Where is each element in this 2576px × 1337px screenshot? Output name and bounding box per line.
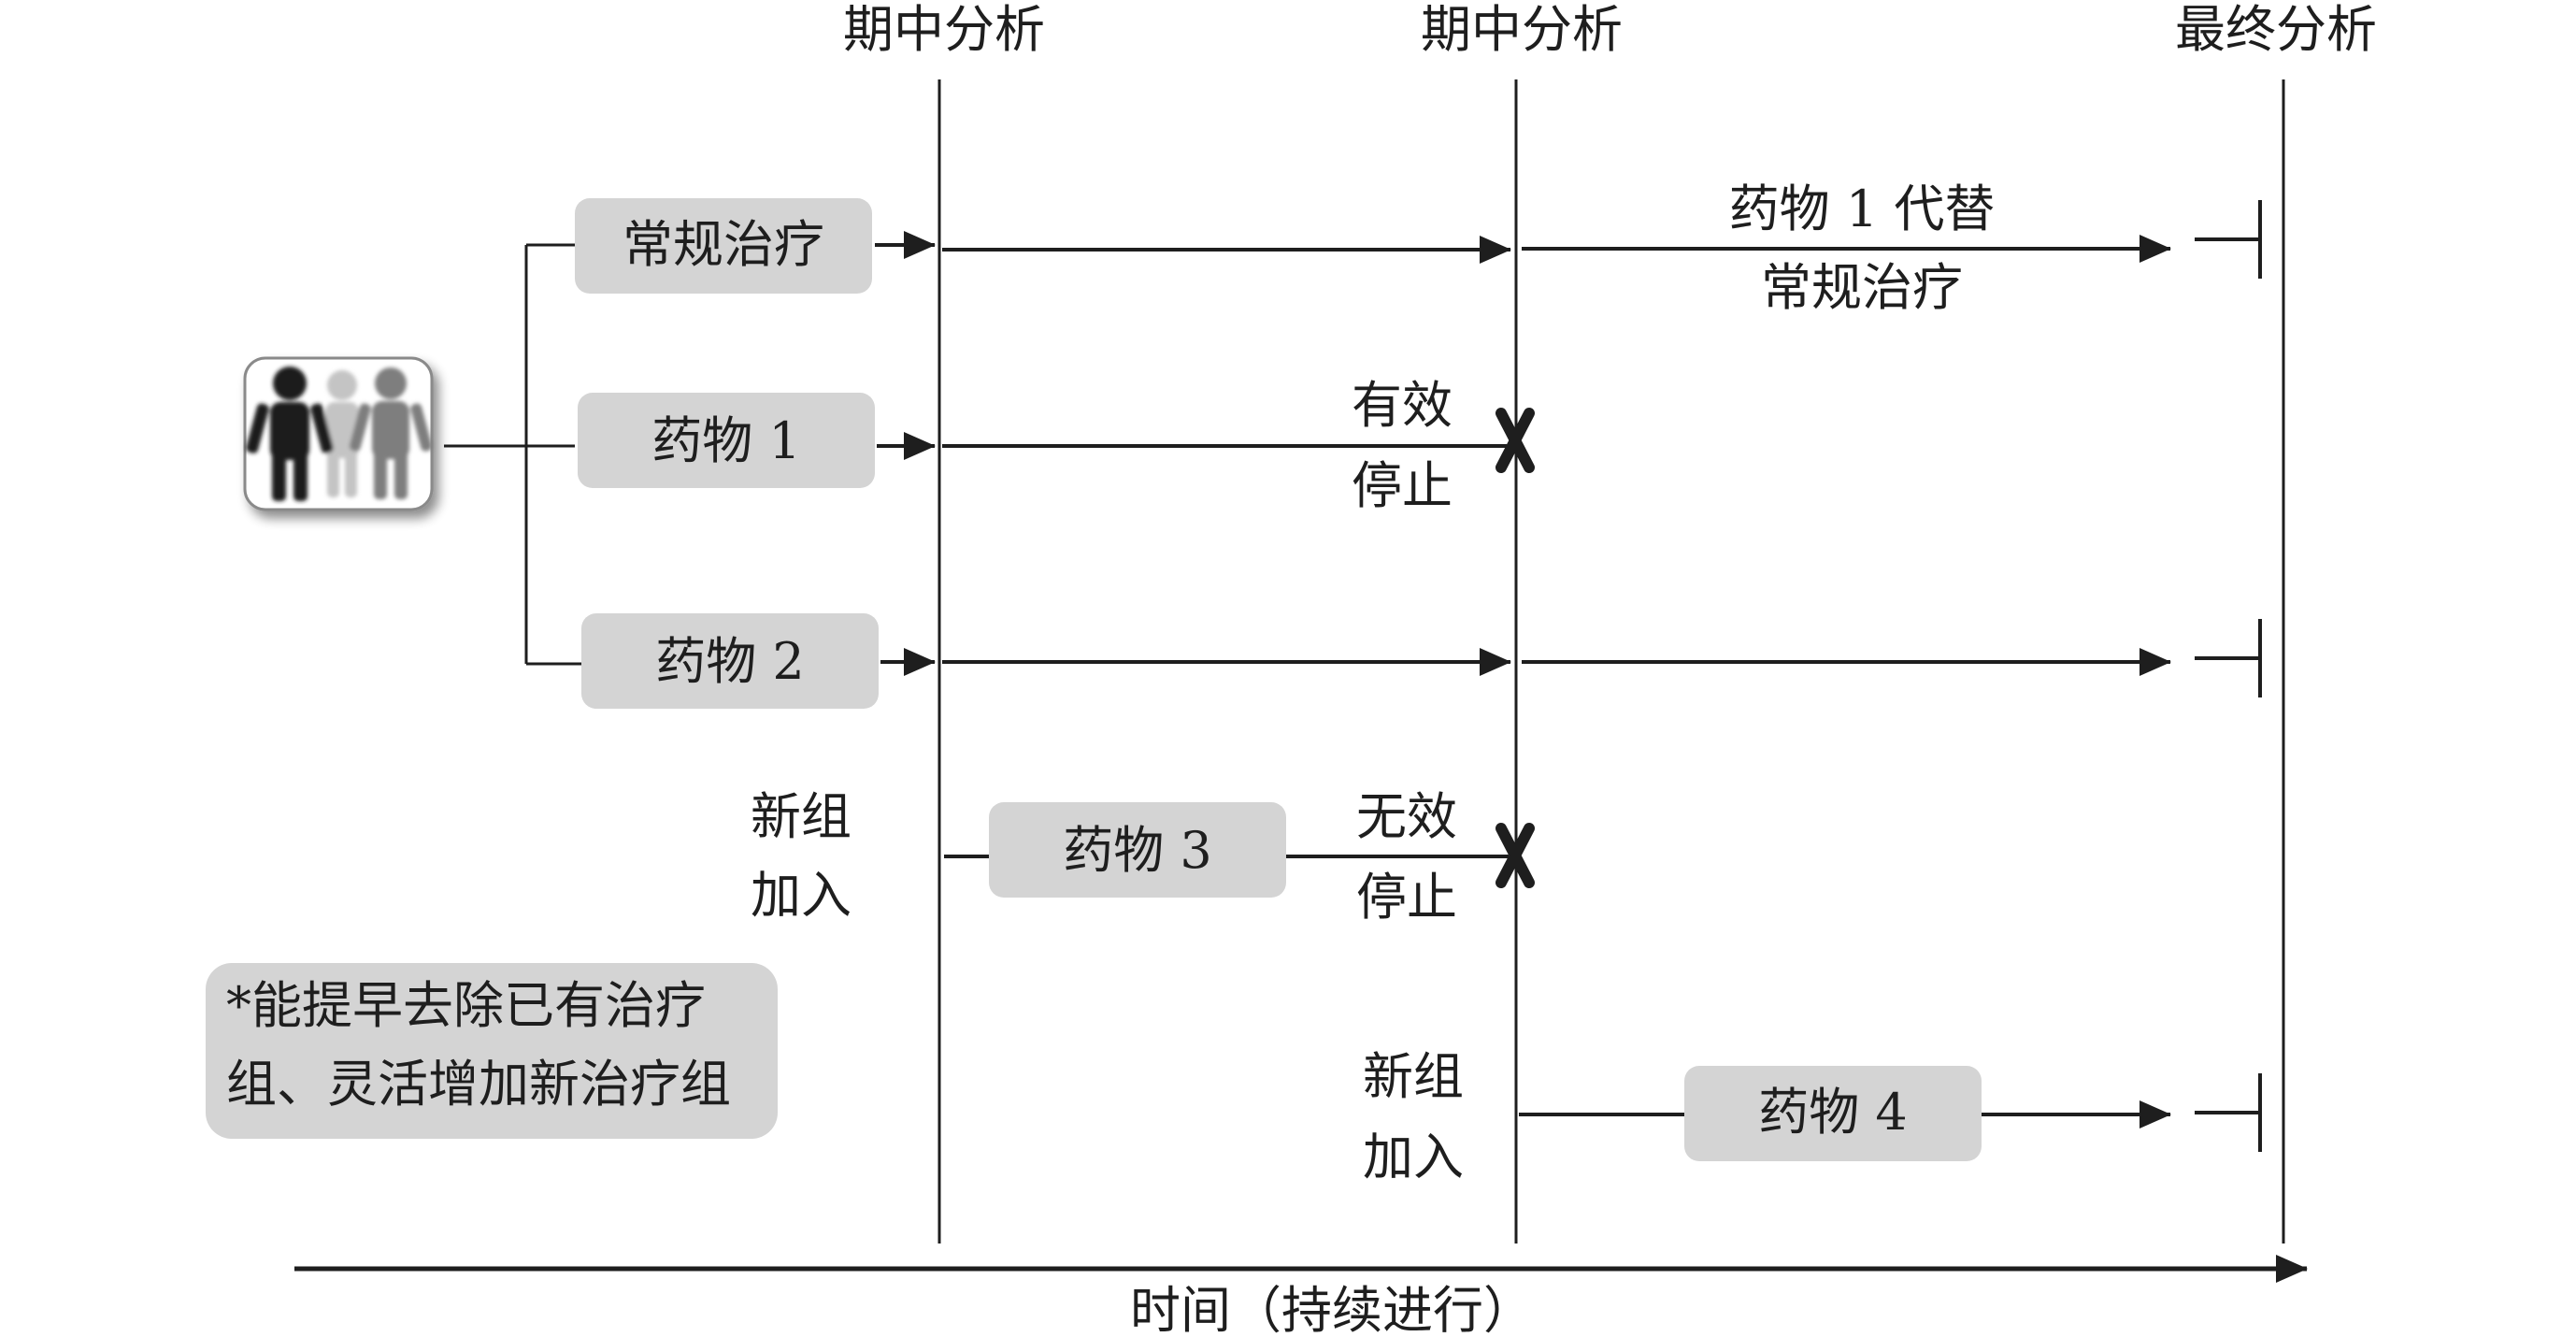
ineffective-text-line2: 停止 bbox=[1356, 868, 1457, 927]
header-interim-2: 期中分析 bbox=[1421, 0, 1623, 59]
note-box: *能提早去除已有治疗 组、灵活增加新治疗组 bbox=[206, 963, 778, 1139]
branch-connector bbox=[444, 243, 581, 666]
new-group-a-line1: 新组 bbox=[751, 787, 852, 846]
time-axis-label: 时间（持续进行） bbox=[1130, 1281, 1534, 1337]
arm-standard-label: 常规治疗 bbox=[623, 215, 824, 274]
note-line1: *能提早去除已有治疗 bbox=[226, 976, 706, 1035]
end-bar-icon bbox=[2195, 200, 2262, 279]
cross-marker-icon bbox=[1496, 408, 1535, 473]
replace-text-line1: 药物 1 代替 bbox=[1729, 180, 1996, 238]
cross-marker-icon bbox=[1496, 823, 1535, 888]
new-group-b-line2: 加入 bbox=[1363, 1128, 1464, 1186]
people-group-icon bbox=[243, 356, 434, 511]
arm-drug1-label: 药物 1 bbox=[651, 411, 801, 470]
effective-text-line2: 停止 bbox=[1352, 456, 1453, 515]
end-bar-icon bbox=[2195, 1073, 2262, 1152]
header-interim-1: 期中分析 bbox=[843, 0, 1045, 59]
arm-drug1: 药物 1 bbox=[578, 393, 875, 488]
arm-drug3-label: 药物 3 bbox=[1063, 821, 1212, 880]
replace-text-line2: 常规治疗 bbox=[1761, 258, 1963, 317]
note-line2: 组、灵活增加新治疗组 bbox=[226, 1055, 731, 1114]
end-bar-icon bbox=[2195, 619, 2262, 697]
arm-drug3: 药物 3 bbox=[989, 802, 1286, 898]
effective-text-line1: 有效 bbox=[1352, 376, 1453, 435]
arm-drug4: 药物 4 bbox=[1684, 1066, 1982, 1161]
arm-standard: 常规治疗 bbox=[575, 198, 872, 294]
new-group-a-line2: 加入 bbox=[751, 866, 852, 925]
arm-drug4-label: 药物 4 bbox=[1758, 1083, 1908, 1142]
arm-drug2: 药物 2 bbox=[581, 613, 879, 709]
new-group-b-line1: 新组 bbox=[1363, 1047, 1464, 1106]
arm-drug2-label: 药物 2 bbox=[655, 632, 805, 691]
ineffective-text-line1: 无效 bbox=[1356, 787, 1457, 846]
header-final: 最终分析 bbox=[2175, 0, 2377, 59]
